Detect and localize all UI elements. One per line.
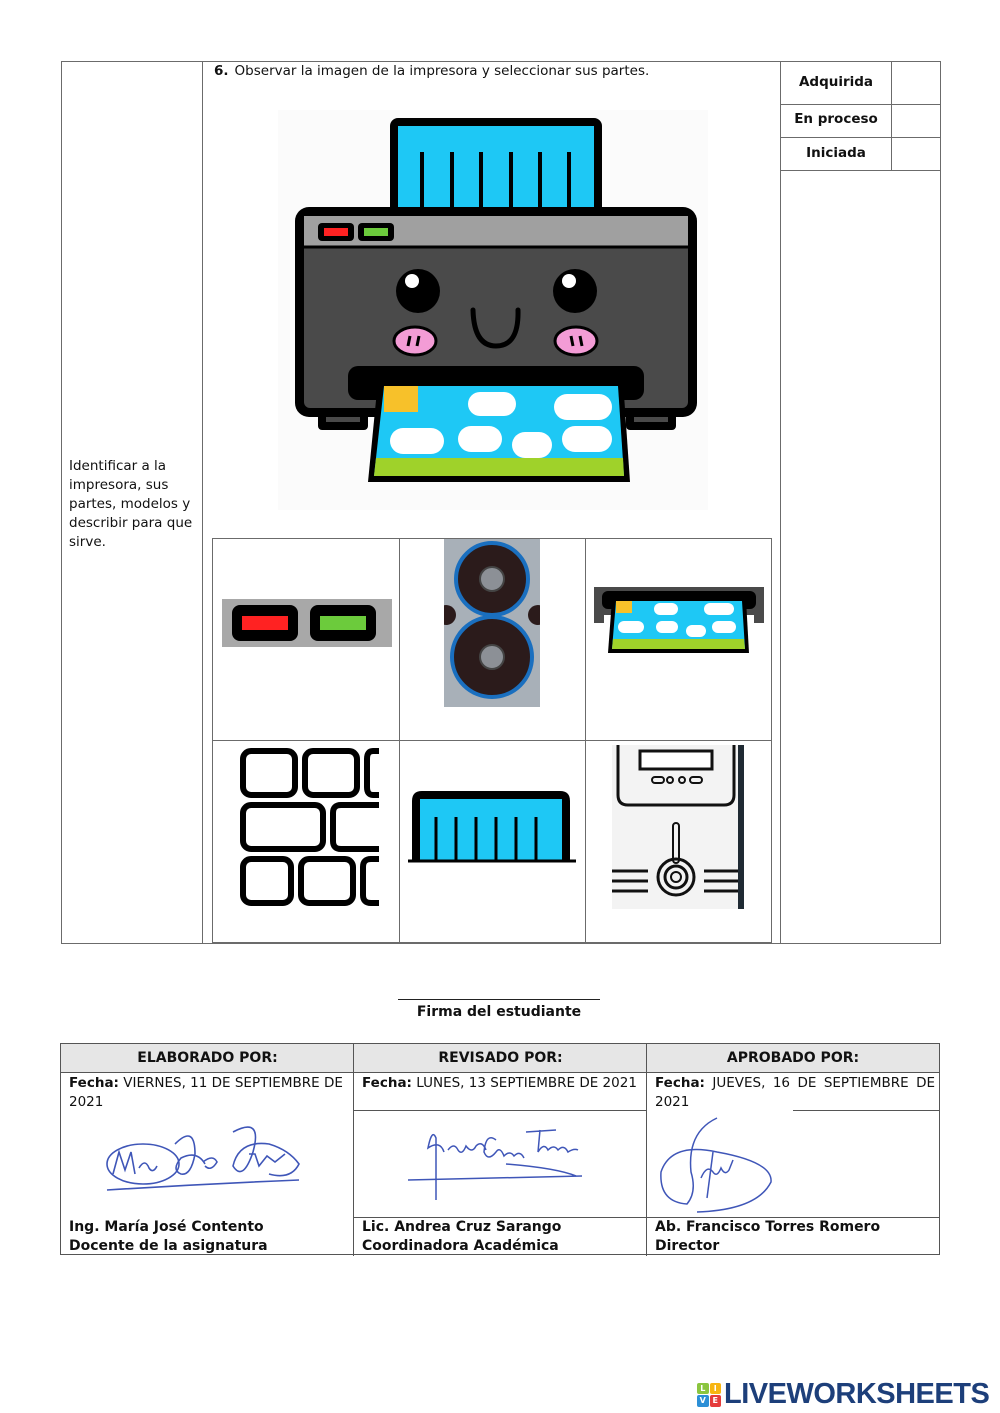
instruction-text: Observar la imagen de la impresora y sel… <box>234 63 650 79</box>
signature-torres <box>660 1117 772 1213</box>
paper-input-tray-icon <box>408 791 576 863</box>
speakers-icon <box>444 539 540 707</box>
rubric-divider <box>780 104 941 105</box>
printer-illustration <box>278 110 708 510</box>
rubric-check-iniciada[interactable] <box>892 138 940 170</box>
liveworksheets-logo-icon: L I V E <box>697 1382 721 1407</box>
part-option-keyboard-keys[interactable] <box>213 741 400 943</box>
fecha-elaborado: Fecha: VIERNES, 11 DE SEPTIEMBRE DE 2021 <box>69 1074 351 1112</box>
signer-aprobado: Ab. Francisco Torres Romero Director <box>655 1218 937 1256</box>
instruction: 6. Observar la imagen de la impresora y s… <box>214 63 649 79</box>
signer-elaborado: Ing. María José Contento Docente de la a… <box>69 1218 351 1256</box>
rubric-divider <box>891 61 892 170</box>
rubric-check-adquirida[interactable] <box>892 62 940 104</box>
part-option-cpu-tower[interactable] <box>586 741 772 943</box>
liveworksheets-logo[interactable]: L I V E LIVEWORKSHEETS <box>697 1378 990 1411</box>
signer-role: Docente de la asignatura <box>69 1238 268 1254</box>
column-divider <box>780 61 781 944</box>
fecha-revisado: Fecha: LUNES, 13 SEPTIEMBRE DE 2021 <box>362 1074 644 1093</box>
rubric-level-adquirida: Adquirida <box>798 74 874 90</box>
rubric-divider <box>780 170 941 171</box>
signature-contento <box>106 1126 300 1191</box>
parts-options-grid <box>212 538 772 943</box>
control-buttons-icon <box>222 599 392 647</box>
activity-table <box>61 61 941 944</box>
student-signature-label: Firma del estudiante <box>416 1004 582 1020</box>
part-option-control-buttons[interactable] <box>213 539 400 741</box>
signer-role: Coordinadora Académica <box>362 1238 559 1254</box>
header-elaborado: ELABORADO POR: <box>61 1044 354 1073</box>
objective-text: Identificar a la impresora, sus partes, … <box>69 458 193 550</box>
column-divider <box>202 61 203 944</box>
rubric-divider <box>780 137 941 138</box>
row-divider <box>354 1110 647 1111</box>
signer-name: Ab. Francisco Torres Romero <box>655 1219 881 1235</box>
fecha-label: Fecha: <box>69 1075 119 1091</box>
column-divider <box>353 1044 354 1256</box>
part-option-paper-input[interactable] <box>400 741 586 943</box>
fecha-aprobado: Fecha: JUEVES, 16 DE SEPTIEMBRE DE 2021 <box>655 1074 935 1112</box>
approval-table: ELABORADO POR: REVISADO POR: APROBADO PO… <box>60 1043 940 1256</box>
paper-output-tray-icon <box>594 587 764 653</box>
signer-role: Director <box>655 1238 720 1254</box>
signer-name: Ing. María José Contento <box>69 1219 264 1235</box>
header-aprobado: APROBADO POR: <box>647 1044 939 1073</box>
rubric-level-iniciada: Iniciada <box>806 145 866 161</box>
signer-name: Lic. Andrea Cruz Sarango <box>362 1219 562 1235</box>
signature-cruz <box>407 1129 583 1200</box>
student-signature-line <box>398 999 600 1000</box>
part-option-paper-output[interactable] <box>586 539 772 741</box>
row-divider <box>793 1110 940 1111</box>
column-divider <box>646 1044 647 1256</box>
rubric-check-en-proceso[interactable] <box>892 105 940 137</box>
fecha-label: Fecha: <box>655 1075 705 1091</box>
fecha-value: JUEVES, 16 DE SEPTIEMBRE DE 2021 <box>655 1075 935 1110</box>
rubric-level-en-proceso: En proceso <box>794 111 878 127</box>
header-revisado: REVISADO POR: <box>354 1044 647 1073</box>
signer-revisado: Lic. Andrea Cruz Sarango Coordinadora Ac… <box>362 1218 644 1256</box>
liveworksheets-wordmark: LIVEWORKSHEETS <box>724 1378 990 1410</box>
cpu-tower-icon <box>612 745 744 909</box>
keyboard-keys-icon <box>240 748 379 906</box>
fecha-value: VIERNES, 11 DE SEPTIEMBRE DE 2021 <box>69 1075 343 1110</box>
fecha-label: Fecha: <box>362 1075 412 1091</box>
fecha-value: LUNES, 13 SEPTIEMBRE DE 2021 <box>416 1075 637 1091</box>
part-option-speakers[interactable] <box>400 539 586 741</box>
instruction-number: 6. <box>214 63 229 79</box>
row-divider <box>354 1217 940 1218</box>
